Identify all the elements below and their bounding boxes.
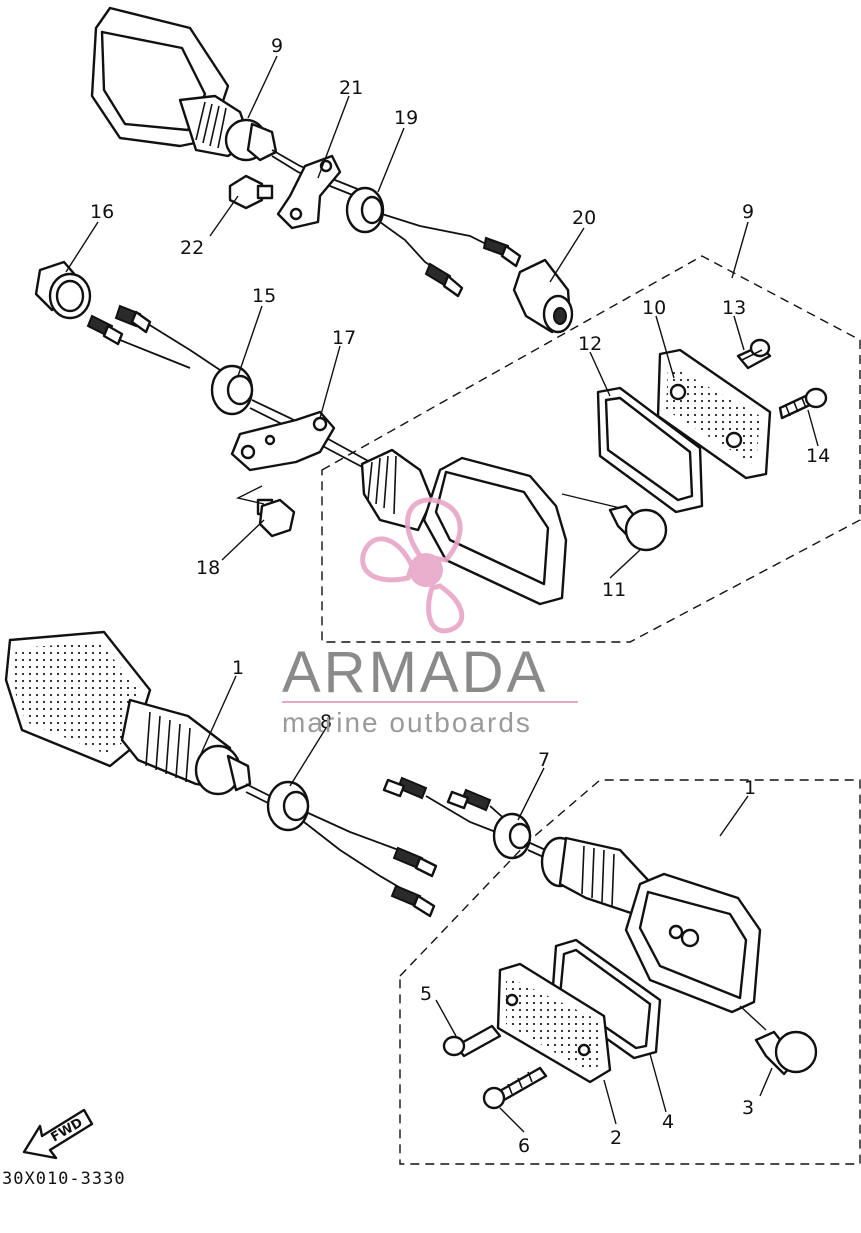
bolt-22 [228, 174, 274, 210]
callout-10: 10 [642, 297, 666, 319]
callout-13: 13 [722, 297, 746, 319]
callout-9-right: 9 [742, 201, 754, 223]
callout-7: 7 [538, 749, 550, 771]
callout-3: 3 [742, 1097, 754, 1119]
watermark-title: ARMADA [282, 640, 548, 705]
callout-leaders [65, 55, 819, 1133]
wire-connectors-lower-right [382, 776, 509, 837]
assembly-box-1 [399, 779, 861, 1165]
diagram-code: 30X010-3330 [2, 1169, 126, 1189]
turn-signal-1-right [540, 836, 762, 1014]
watermark-subtitle: marine outboards [282, 707, 532, 738]
turn-signal-9-top [90, 6, 361, 199]
bolt-18 [235, 485, 296, 538]
gasket-12 [596, 386, 704, 514]
callout-16: 16 [90, 201, 114, 223]
wire-connectors-top [424, 236, 522, 298]
screw-5 [442, 1024, 502, 1058]
callout-14: 14 [806, 445, 830, 467]
grommet-8 [266, 780, 421, 891]
bulb-11 [561, 493, 668, 552]
turn-signal-1-left [4, 630, 271, 805]
callout-17: 17 [332, 327, 356, 349]
callout-18: 18 [196, 557, 220, 579]
bracket-17 [230, 410, 336, 472]
callout-12: 12 [578, 333, 602, 355]
callout-1-left: 1 [232, 657, 244, 679]
cap-20 [512, 258, 574, 334]
callout-20: 20 [572, 207, 596, 229]
grommet-19 [345, 186, 491, 273]
forward-direction-arrow-icon [22, 1108, 94, 1160]
callout-22: 22 [180, 237, 204, 259]
callout-9-top: 9 [271, 35, 283, 57]
bulb-3 [739, 1005, 818, 1076]
callout-19: 19 [394, 107, 418, 129]
wire-connectors-mid [86, 304, 233, 379]
grommet-7 [492, 812, 551, 861]
callout-15: 15 [252, 285, 276, 307]
assembly-box-9 [321, 255, 861, 643]
callout-6: 6 [518, 1135, 530, 1157]
callout-2: 2 [610, 1127, 622, 1149]
cap-16 [34, 260, 92, 320]
callout-8: 8 [320, 711, 332, 733]
bracket-21 [276, 154, 342, 230]
screw-13 [736, 338, 772, 370]
screw-6 [482, 1066, 548, 1110]
callout-11: 11 [602, 579, 626, 601]
callout-4: 4 [662, 1111, 674, 1133]
lens-2 [496, 962, 612, 1084]
callout-5: 5 [420, 983, 432, 1005]
callout-1-right: 1 [744, 777, 756, 799]
turn-signal-mid [360, 448, 568, 606]
lens-10 [656, 348, 772, 480]
screw-14 [778, 387, 828, 420]
callout-21: 21 [339, 77, 363, 99]
wire-connectors-lower-left [390, 846, 438, 918]
callout-numbers: 9 21 19 22 16 20 9 15 17 10 13 12 14 18 … [90, 35, 830, 1157]
propeller-logo-icon [360, 497, 465, 634]
